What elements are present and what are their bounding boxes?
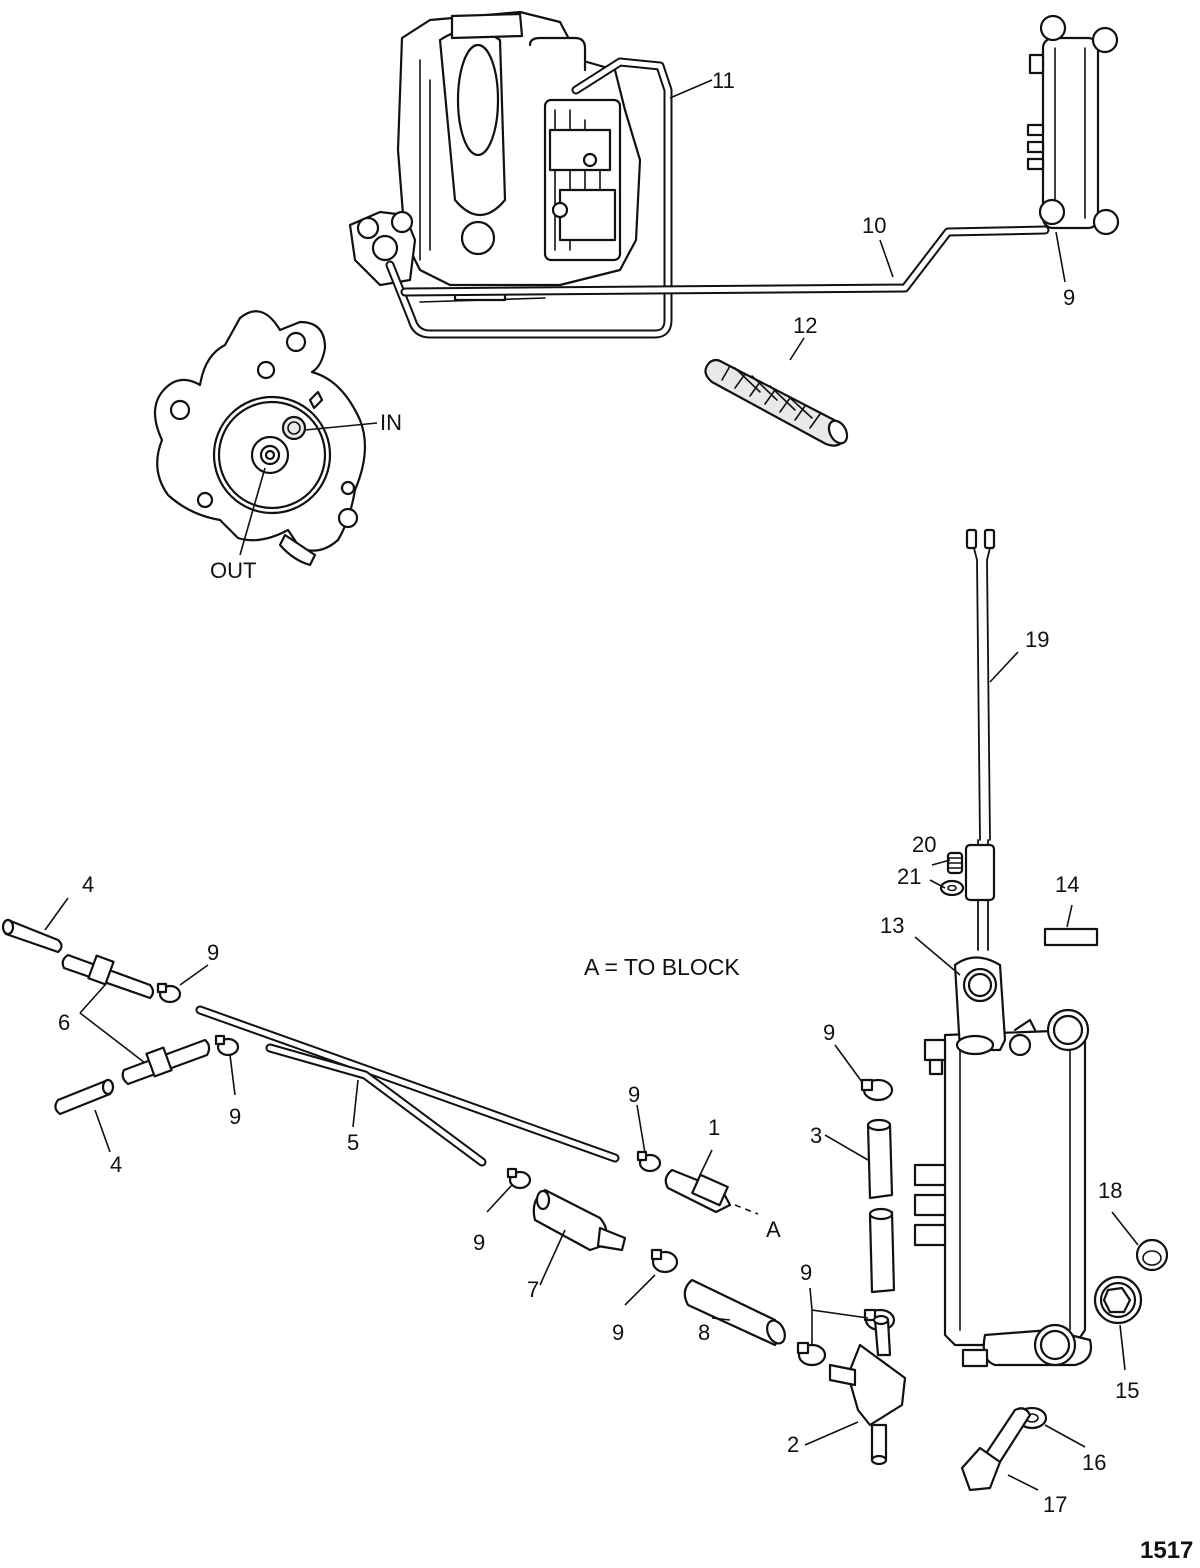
callout-19: 19 <box>1025 627 1049 652</box>
callout-14: 14 <box>1055 872 1079 897</box>
callout-9-b: 9 <box>229 1104 241 1129</box>
callout-1: 1 <box>708 1115 720 1140</box>
callout-11: 11 <box>712 68 735 93</box>
callout-8: 8 <box>698 1320 710 1345</box>
callout-9-c: 9 <box>473 1230 485 1255</box>
clamp-9-h <box>796 1341 827 1367</box>
leader-lines <box>44 79 1139 1491</box>
clamp-9-d <box>636 1150 662 1173</box>
callout-20: 20 <box>912 832 936 857</box>
callout-13: 13 <box>880 913 904 938</box>
label-out: OUT <box>210 558 256 583</box>
callout-5: 5 <box>347 1130 359 1155</box>
hose-3 <box>866 1118 896 1294</box>
label-in: IN <box>380 410 402 435</box>
sleeve-12 <box>704 358 849 447</box>
clamp-9-e <box>650 1248 679 1274</box>
filter-7 <box>532 1188 627 1252</box>
callout-21: 21 <box>897 864 921 889</box>
cooler-small-icon <box>1026 14 1120 236</box>
callout-7: 7 <box>527 1277 539 1302</box>
plug-15 <box>1093 1275 1143 1325</box>
pump-gasket-icon <box>153 310 367 567</box>
clamp-9-c <box>506 1167 532 1190</box>
figure-number: 1517 <box>1140 1537 1193 1564</box>
note-to-block: A = TO BLOCK <box>584 954 740 980</box>
cap-18 <box>1135 1238 1169 1272</box>
label-a-block: A <box>766 1217 781 1242</box>
hose-4-bottom <box>54 1078 115 1116</box>
callout-9-d: 9 <box>628 1082 640 1107</box>
callout-16: 16 <box>1082 1450 1106 1475</box>
callout-17: 17 <box>1043 1492 1067 1517</box>
callout-9-g: 9 <box>800 1260 812 1285</box>
callout-4-top: 4 <box>82 872 94 897</box>
fuel-line-11 <box>385 57 673 339</box>
callout-12: 12 <box>793 313 817 338</box>
callout-2: 2 <box>787 1432 799 1457</box>
clamp-9-a <box>156 982 182 1004</box>
callout-15: 15 <box>1115 1378 1139 1403</box>
callout-9-f: 9 <box>823 1020 835 1045</box>
bolt-17 <box>960 1407 1032 1492</box>
callout-9-engine: 9 <box>1063 285 1075 310</box>
fitting-1 <box>664 1168 732 1214</box>
fitting-6-bottom <box>121 1038 211 1086</box>
callout-9-e: 9 <box>612 1320 624 1345</box>
callout-3: 3 <box>810 1123 822 1148</box>
fitting-6-top <box>61 953 155 1000</box>
clamp-9-f <box>860 1078 894 1102</box>
clamp-9-b <box>214 1034 240 1057</box>
engine-block-icon <box>348 10 642 303</box>
sensor-lead-19 <box>964 528 996 951</box>
washer-21 <box>939 879 965 897</box>
callout-4-bottom: 4 <box>110 1152 122 1177</box>
fuel-line-10 <box>400 225 1050 297</box>
tube-5 <box>195 1005 620 1167</box>
callout-10: 10 <box>862 213 886 238</box>
screw-20 <box>946 851 964 875</box>
tee-2 <box>828 1314 907 1466</box>
decal-14 <box>1043 927 1099 947</box>
hose-8 <box>683 1278 786 1347</box>
callout-6: 6 <box>58 1010 70 1035</box>
callout-9-a: 9 <box>207 940 219 965</box>
callout-18: 18 <box>1098 1178 1122 1203</box>
fuel-cooler-icon <box>913 956 1093 1368</box>
hose-4-top <box>1 918 63 954</box>
